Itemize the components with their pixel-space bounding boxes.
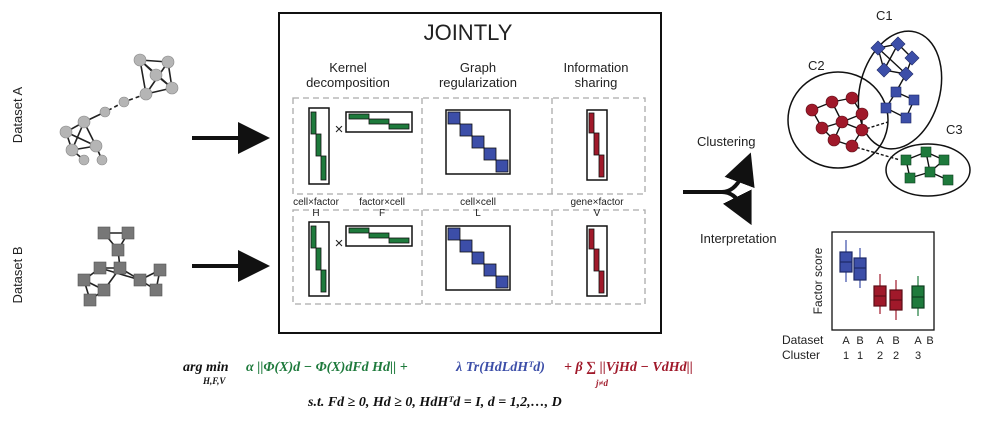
label-factor-cell: factor×cell bbox=[359, 197, 405, 208]
formula-term-green: α ||Φ(X)d − Φ(X)dFd Hd|| + bbox=[246, 360, 408, 375]
cluster-ticks: 1 1 2 2 3 bbox=[843, 350, 921, 362]
dataset-tick: A bbox=[876, 335, 884, 347]
matrix-v-row1 bbox=[586, 109, 608, 181]
label-gene-factor: gene×factor bbox=[570, 197, 624, 208]
cluster-tick: 2 bbox=[893, 350, 899, 362]
dataset-tick: B bbox=[926, 335, 933, 347]
label-v: V bbox=[594, 208, 601, 219]
formula-argmin-subscript: H,F,V bbox=[202, 376, 226, 386]
boxplot-frame bbox=[831, 231, 935, 331]
formula-argmin: arg min bbox=[183, 360, 229, 375]
row-label-dataset: Dataset bbox=[782, 333, 824, 347]
section-kernel-line1: Kernel bbox=[329, 60, 367, 75]
dataset-a-nodes bbox=[59, 53, 179, 166]
matrix-h-row1 bbox=[308, 107, 330, 185]
matrix-v-row2 bbox=[586, 225, 608, 297]
matrix-f-row1 bbox=[345, 111, 413, 133]
cluster-tick: 2 bbox=[877, 350, 883, 362]
dataset-b-label: Dataset B bbox=[10, 246, 25, 303]
jointly-title: JOINTLY bbox=[424, 20, 513, 45]
cluster-c3-label: C3 bbox=[946, 122, 963, 137]
cluster-c2-nodes bbox=[805, 91, 869, 153]
label-cell-factor: cell×factor bbox=[293, 197, 340, 208]
cluster-tick: 1 bbox=[843, 350, 849, 362]
cluster-c1-nodes bbox=[870, 36, 920, 124]
clustering-label: Clustering bbox=[697, 134, 756, 149]
cluster-c3-nodes bbox=[900, 146, 954, 186]
output-fork-arrow bbox=[683, 152, 755, 226]
boxplot-boxes bbox=[839, 240, 925, 320]
row-label-cluster: Cluster bbox=[782, 348, 820, 362]
dataset-tick: A bbox=[914, 335, 922, 347]
matrix-l-row2 bbox=[445, 225, 511, 291]
cluster-ellipses bbox=[787, 30, 971, 197]
cluster-c2-label: C2 bbox=[808, 58, 825, 73]
formula-sum-subscript: j≠d bbox=[594, 378, 608, 388]
section-graph-line2: regularization bbox=[439, 75, 517, 90]
dataset-tick: B bbox=[892, 335, 899, 347]
matrix-f-row2 bbox=[345, 225, 413, 247]
dataset-tick: B bbox=[856, 335, 863, 347]
times-symbol-row2: × bbox=[335, 235, 344, 252]
matrix-h-row2 bbox=[308, 221, 330, 297]
cluster-tick: 3 bbox=[915, 350, 921, 362]
label-l: L bbox=[475, 208, 481, 219]
cluster-tick: 1 bbox=[857, 350, 863, 362]
cluster-c1-label: C1 bbox=[876, 8, 893, 23]
dataset-a-label: Dataset A bbox=[10, 86, 25, 143]
dataset-tick: A bbox=[842, 335, 850, 347]
dataset-ticks: A B A B A B bbox=[842, 335, 933, 347]
formula-term-blue: λ Tr(HdLdHᵀd) bbox=[455, 360, 545, 375]
label-f: F bbox=[379, 208, 385, 219]
boxplot-ylabel: Factor score bbox=[811, 247, 825, 314]
section-info-line1: Information bbox=[563, 60, 628, 75]
label-cell-cell: cell×cell bbox=[460, 197, 496, 208]
label-h: H bbox=[312, 208, 319, 219]
matrix-l-row1 bbox=[445, 109, 511, 175]
section-info-line2: sharing bbox=[575, 75, 618, 90]
section-kernel-line2: decomposition bbox=[306, 75, 390, 90]
dashed-grid bbox=[292, 97, 646, 305]
formula-term-red: + β ∑ ||VjHd − VdHd|| bbox=[564, 360, 693, 375]
dataset-b-nodes bbox=[77, 226, 167, 307]
objective-formula: arg min H,F,V α ||Φ(X)d − Φ(X)dFd Hd|| +… bbox=[183, 360, 693, 410]
formula-constraint: s.t. Fd ≥ 0, Hd ≥ 0, HdHᵀd = I, d = 1,2,… bbox=[307, 395, 562, 410]
section-graph-line1: Graph bbox=[460, 60, 496, 75]
interpretation-label: Interpretation bbox=[700, 231, 777, 246]
times-symbol-row1: × bbox=[335, 121, 344, 138]
